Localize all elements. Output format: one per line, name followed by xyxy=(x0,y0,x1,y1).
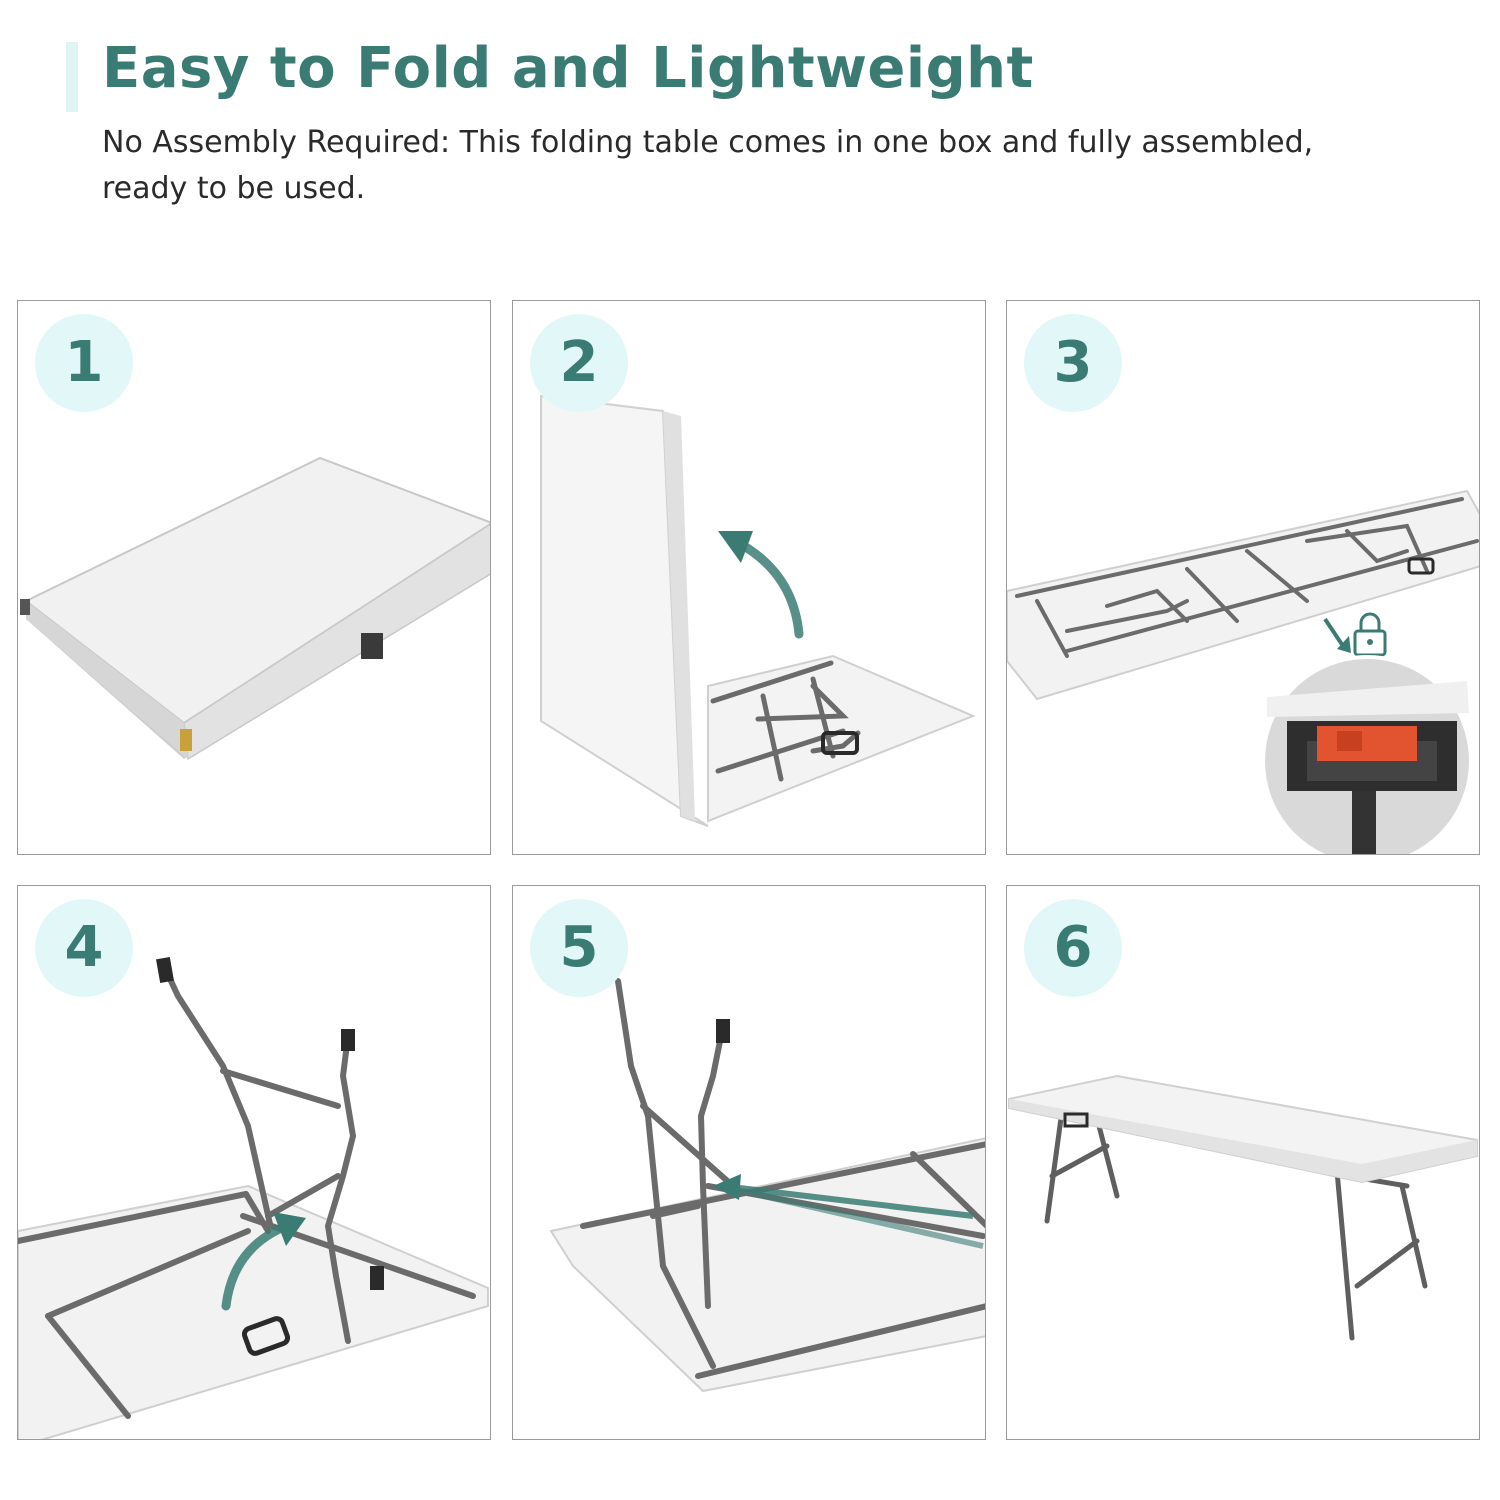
step-badge-4: 4 xyxy=(35,899,133,997)
unfolding-table-image xyxy=(540,394,976,827)
legs-locking-image xyxy=(549,978,985,1393)
title-accent-bar xyxy=(66,42,78,112)
step-panel-6: 6 xyxy=(1006,885,1480,1440)
step-panel-4: 4 xyxy=(17,885,491,1440)
step-badge-2: 2 xyxy=(530,314,628,412)
step-panel-2: 2 xyxy=(512,300,986,855)
step-badge-6: 6 xyxy=(1024,899,1122,997)
step-badge-5: 5 xyxy=(530,899,628,997)
page-subtitle: No Assembly Required: This folding table… xyxy=(102,125,1314,206)
page-title: Easy to Fold and Lightweight xyxy=(102,36,1034,101)
unfolded-table-underside-image xyxy=(1007,489,1479,854)
lock-icon xyxy=(1353,612,1387,657)
step-panel-1: 1 xyxy=(17,300,491,855)
step-badge-3: 3 xyxy=(1024,314,1122,412)
step-badge-1: 1 xyxy=(35,314,133,412)
folded-table-image xyxy=(20,456,490,761)
step-panel-3: 3 xyxy=(1006,300,1480,855)
legs-extending-image xyxy=(18,956,489,1439)
assembled-table-image xyxy=(1008,1074,1478,1341)
step-panel-5: 5 xyxy=(512,885,986,1440)
